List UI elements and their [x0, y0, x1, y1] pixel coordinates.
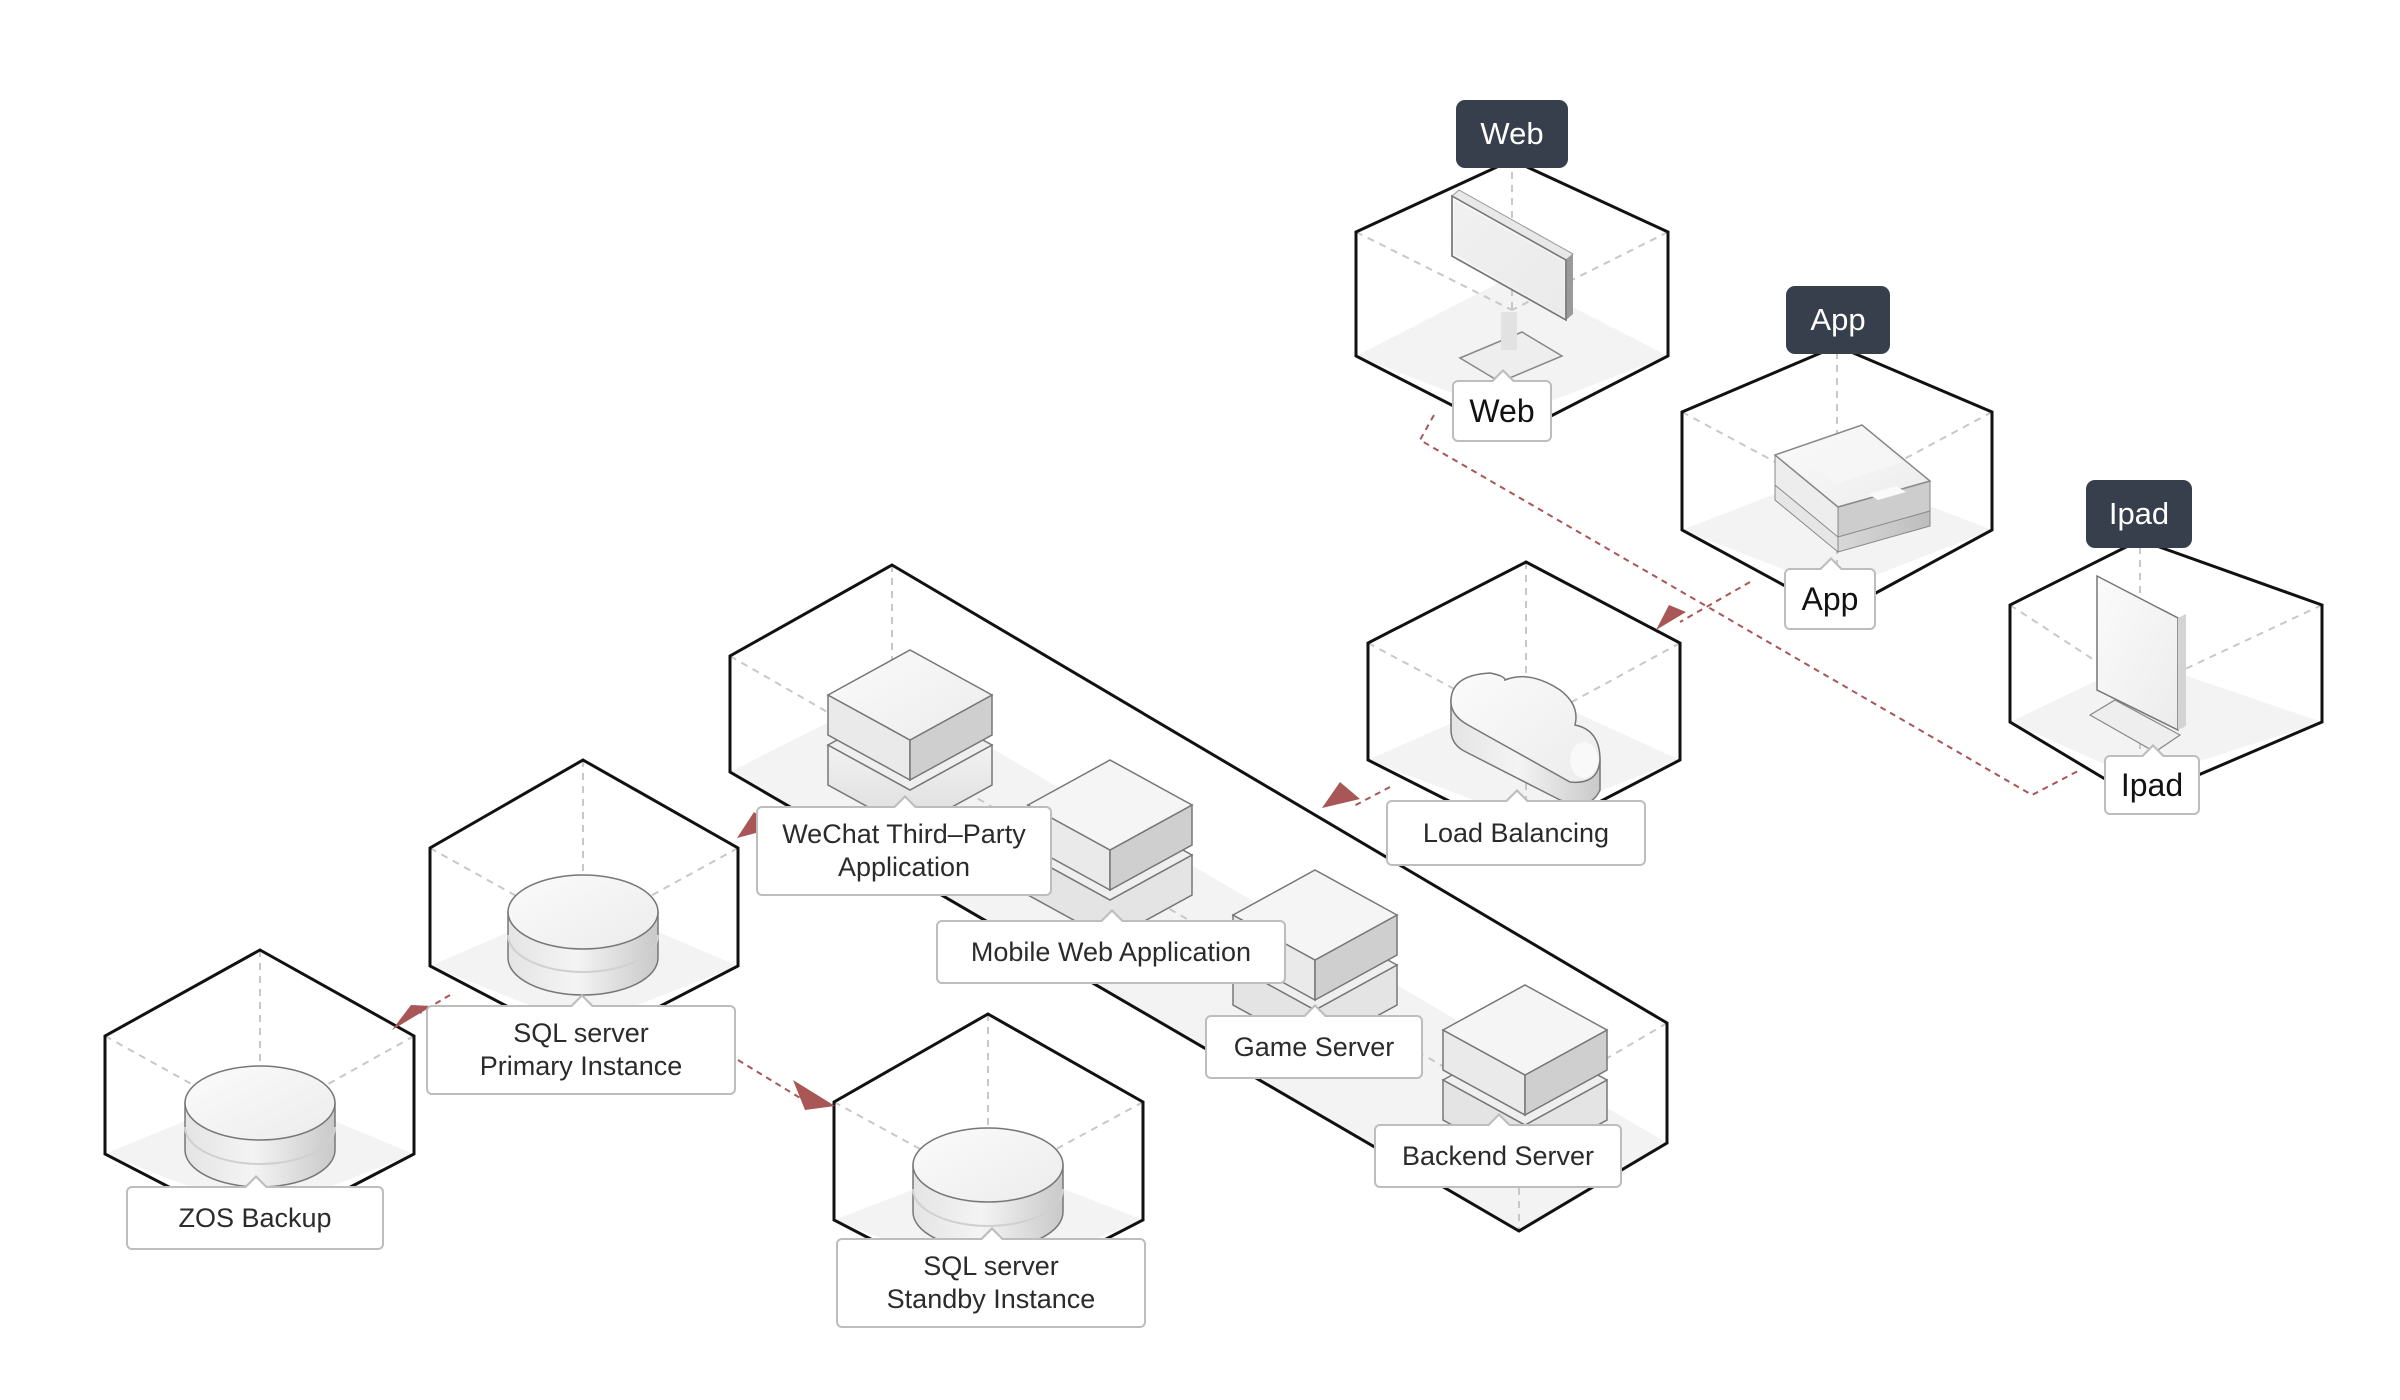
label-sql-primary-line1: SQL server: [513, 1018, 649, 1048]
label-zos-backup-text: ZOS Backup: [178, 1202, 332, 1233]
label-game-server-text: Game Server: [1233, 1031, 1395, 1062]
label-sql-standby-line2: Standby Instance: [886, 1284, 1096, 1314]
label-game-server[interactable]: Game Server: [1205, 1004, 1423, 1079]
connector-sql-standby: [737, 1059, 811, 1105]
label-sql-standby-line1: SQL server: [923, 1251, 1059, 1281]
label-ipad[interactable]: Ipad: [2104, 744, 2200, 815]
arrowheads: [392, 605, 1686, 1110]
zos-backup-node[interactable]: [103, 948, 416, 1236]
label-wechat[interactable]: WeChat Third–Party Application: [756, 795, 1052, 896]
monitor-icon: [1451, 189, 1574, 383]
label-load-balancing[interactable]: Load Balancing: [1386, 789, 1646, 866]
label-wechat-line2: Application: [837, 852, 971, 882]
label-sql-primary-line2: Primary Instance: [479, 1051, 683, 1081]
label-mobile-web[interactable]: Mobile Web Application: [936, 909, 1286, 984]
label-app[interactable]: App: [1784, 557, 1876, 630]
connector-lb-cluster: [1351, 786, 1391, 808]
connector-sql-zos: [419, 994, 451, 1014]
badge-app: App: [1786, 286, 1890, 354]
ipad-node[interactable]: [2008, 538, 2324, 802]
arrow-standby: [793, 1080, 835, 1110]
label-sql-primary[interactable]: SQL server Primary Instance: [426, 994, 736, 1095]
connector-web-ipad: [1418, 414, 2081, 797]
label-web[interactable]: Web: [1452, 369, 1552, 442]
label-backend-server[interactable]: Backend Server: [1374, 1113, 1622, 1188]
label-web-text: Web: [1469, 392, 1535, 429]
app-node[interactable]: [1680, 344, 1994, 616]
connector-app-lb: [1679, 581, 1751, 623]
arrow-lb-cluster: [1322, 782, 1360, 808]
cluster-outline: [728, 563, 1669, 1233]
label-sql-standby[interactable]: SQL server Standby Instance: [836, 1227, 1146, 1328]
badge-web: Web: [1456, 100, 1568, 168]
label-app-text: App: [1801, 580, 1859, 617]
mobile-device-icon: [1773, 424, 1932, 554]
cloud-icon: [1450, 672, 1601, 805]
label-backend-server-text: Backend Server: [1401, 1140, 1595, 1171]
label-load-balancing-text: Load Balancing: [1422, 817, 1610, 848]
web-node[interactable]: [1354, 158, 1670, 438]
label-mobile-web-text: Mobile Web Application: [970, 936, 1252, 967]
label-zos-backup[interactable]: ZOS Backup: [126, 1175, 384, 1250]
database-icon: [184, 1065, 336, 1188]
server-stack-icon: [826, 649, 994, 815]
server-stack-icon: [1441, 984, 1609, 1150]
arrow-zos: [392, 1005, 432, 1030]
tablet-icon: [2088, 574, 2186, 753]
label-wechat-line1: WeChat Third–Party: [782, 819, 1026, 849]
arrow-app-lb: [1656, 605, 1686, 630]
database-icon: [507, 874, 659, 996]
label-ipad-text: Ipad: [2120, 766, 2184, 803]
database-icon: [912, 1127, 1064, 1250]
badge-ipad: Ipad: [2086, 480, 2192, 548]
